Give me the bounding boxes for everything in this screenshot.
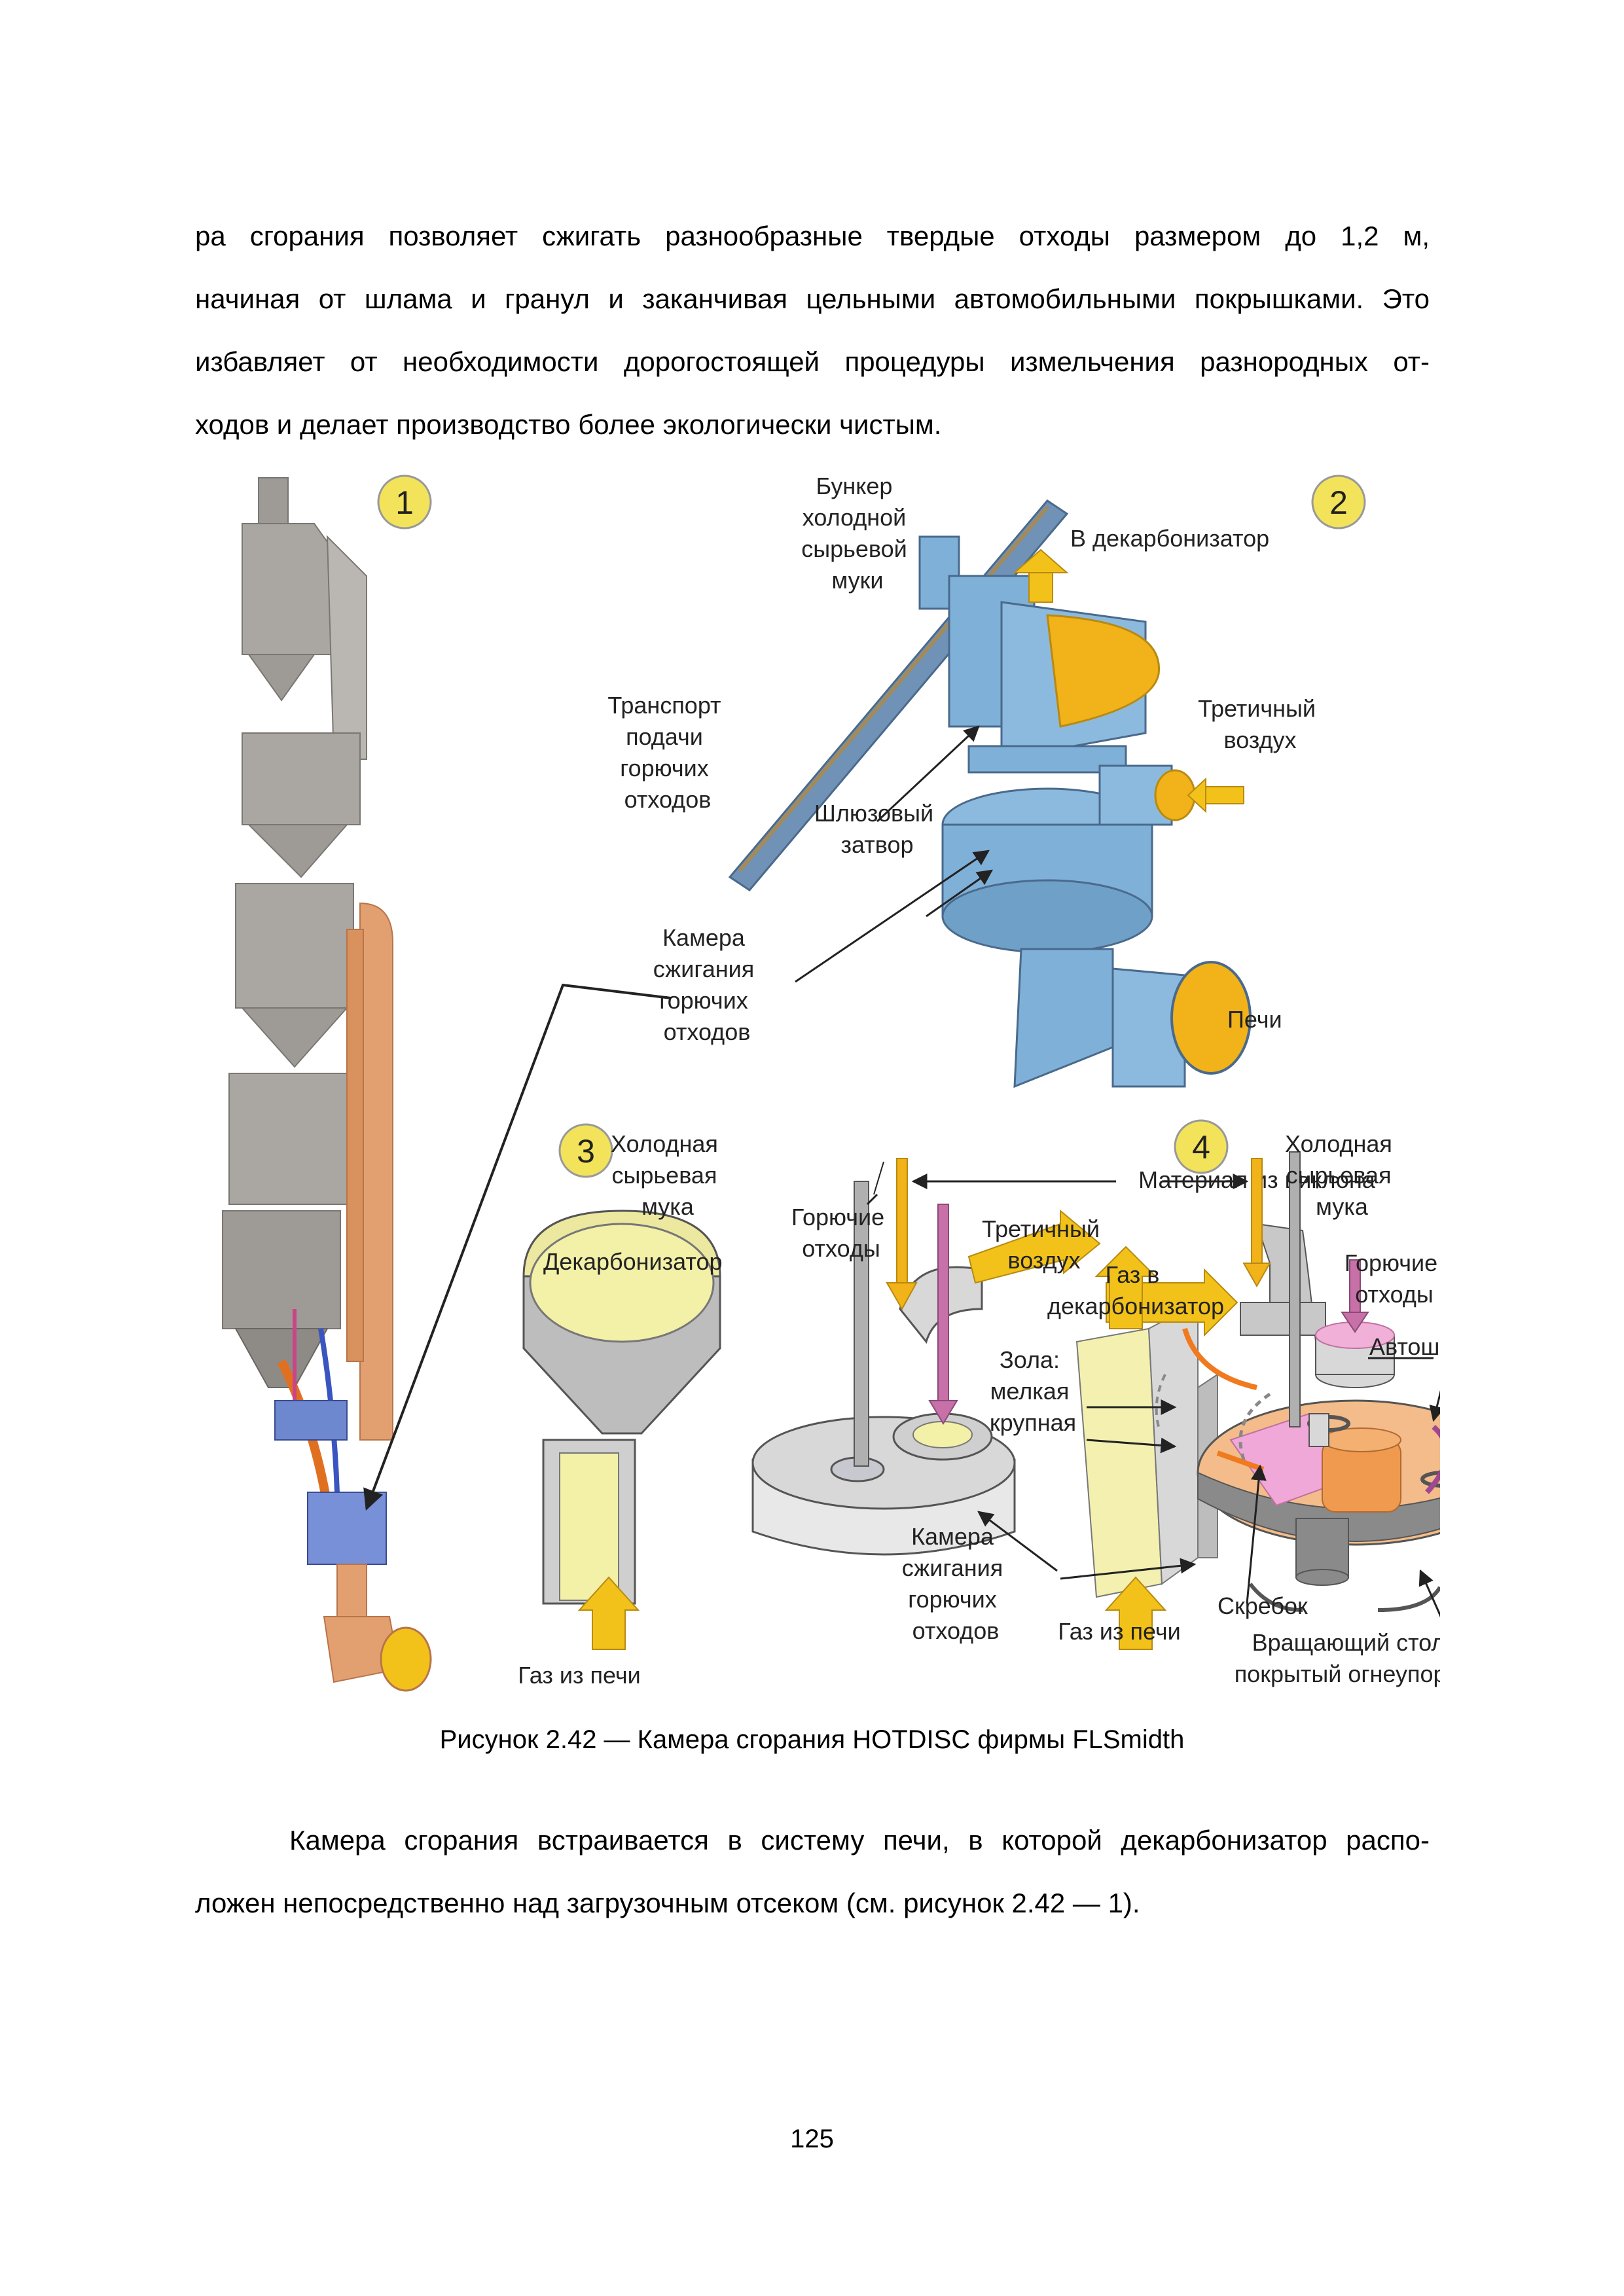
leader-line	[363, 983, 672, 1511]
label-tertiary-4: Третичный воздух	[982, 1215, 1106, 1274]
label-fuel-4: Горючие отходы	[1344, 1249, 1440, 1308]
text-line: ходов и делает производство более эколог…	[195, 409, 942, 440]
panel-number-badge: 4	[1174, 1119, 1229, 1174]
panel-number-badge: 2	[1311, 475, 1366, 529]
label-kiln: Печи	[1227, 1006, 1282, 1033]
label-sluice: Шлюзовый затвор	[814, 800, 940, 858]
label-cold-meal-4: Холодная сырьевая мука	[1285, 1130, 1399, 1220]
panel-number: 3	[577, 1133, 595, 1170]
panel-3-chamber	[522, 1158, 1116, 1650]
label-scraper: Скребок	[1218, 1592, 1308, 1619]
panel-2-hotdisc	[728, 499, 1252, 1088]
label-fuel-3: Горючие отходы	[791, 1204, 891, 1262]
text-line: избавляет от необходимости дорогостоящей…	[195, 346, 1430, 377]
panel-1-tower	[222, 477, 432, 1692]
top-paragraph: ра сгорания позволяет сжигать разнообраз…	[195, 205, 1430, 456]
label-kiln-gas-3: Газ из печи	[518, 1662, 640, 1689]
text-line: ложен непосредственно над загрузочным от…	[195, 1888, 1140, 1918]
label-to-calciner: В декарбонизатор	[1070, 525, 1269, 552]
label-hopper: Бункер холодной сырьевой муки	[801, 473, 914, 594]
text-line: Камера сгорания встраивается в систему п…	[289, 1825, 1430, 1856]
panel-number-badge: 3	[558, 1123, 613, 1178]
label-chamber-3: Камера сжигания горючих отходов	[902, 1523, 1009, 1644]
panel-number: 1	[395, 484, 414, 521]
label-gas-to-calciner: Газ в декарбонизатор	[1047, 1261, 1224, 1319]
text-line: ра сгорания позволяет сжигать разнообраз…	[195, 221, 1430, 251]
text-line: начиная от шлама и гранул и заканчивая ц…	[195, 283, 1430, 314]
panel-number: 4	[1192, 1129, 1210, 1166]
label-tires: Автошины	[1369, 1333, 1440, 1360]
label-ash: Зола: мелкая крупная	[990, 1346, 1076, 1436]
label-chamber: Камера сжигания горючих отходов	[653, 924, 761, 1045]
label-transport: Транспорт подачи горючих отходов	[607, 692, 727, 813]
label-tertiary-air: Третичный воздух	[1198, 695, 1322, 753]
panel-4-disc	[1060, 1151, 1440, 1650]
label-cold-meal-3: Холодная сырьевая мука	[611, 1130, 725, 1220]
label-calciner: Декарбонизатор	[543, 1248, 722, 1275]
panel-number-badge: 1	[377, 475, 432, 529]
bottom-paragraph: Камера сгорания встраивается в систему п…	[195, 1809, 1430, 1935]
figure-caption: Рисунок 2.42 — Камера сгорания HOTDISC ф…	[439, 1725, 1185, 1754]
page-number: 125	[790, 2125, 834, 2153]
figure-hotdisc: 1 2 3 4 Бункер холодн	[222, 473, 1440, 1692]
panel-number: 2	[1329, 484, 1348, 521]
label-rotating-table: Вращающий стол, покрытый огнеупором	[1235, 1629, 1440, 1687]
label-kiln-gas-4: Газ из печи	[1058, 1618, 1180, 1645]
